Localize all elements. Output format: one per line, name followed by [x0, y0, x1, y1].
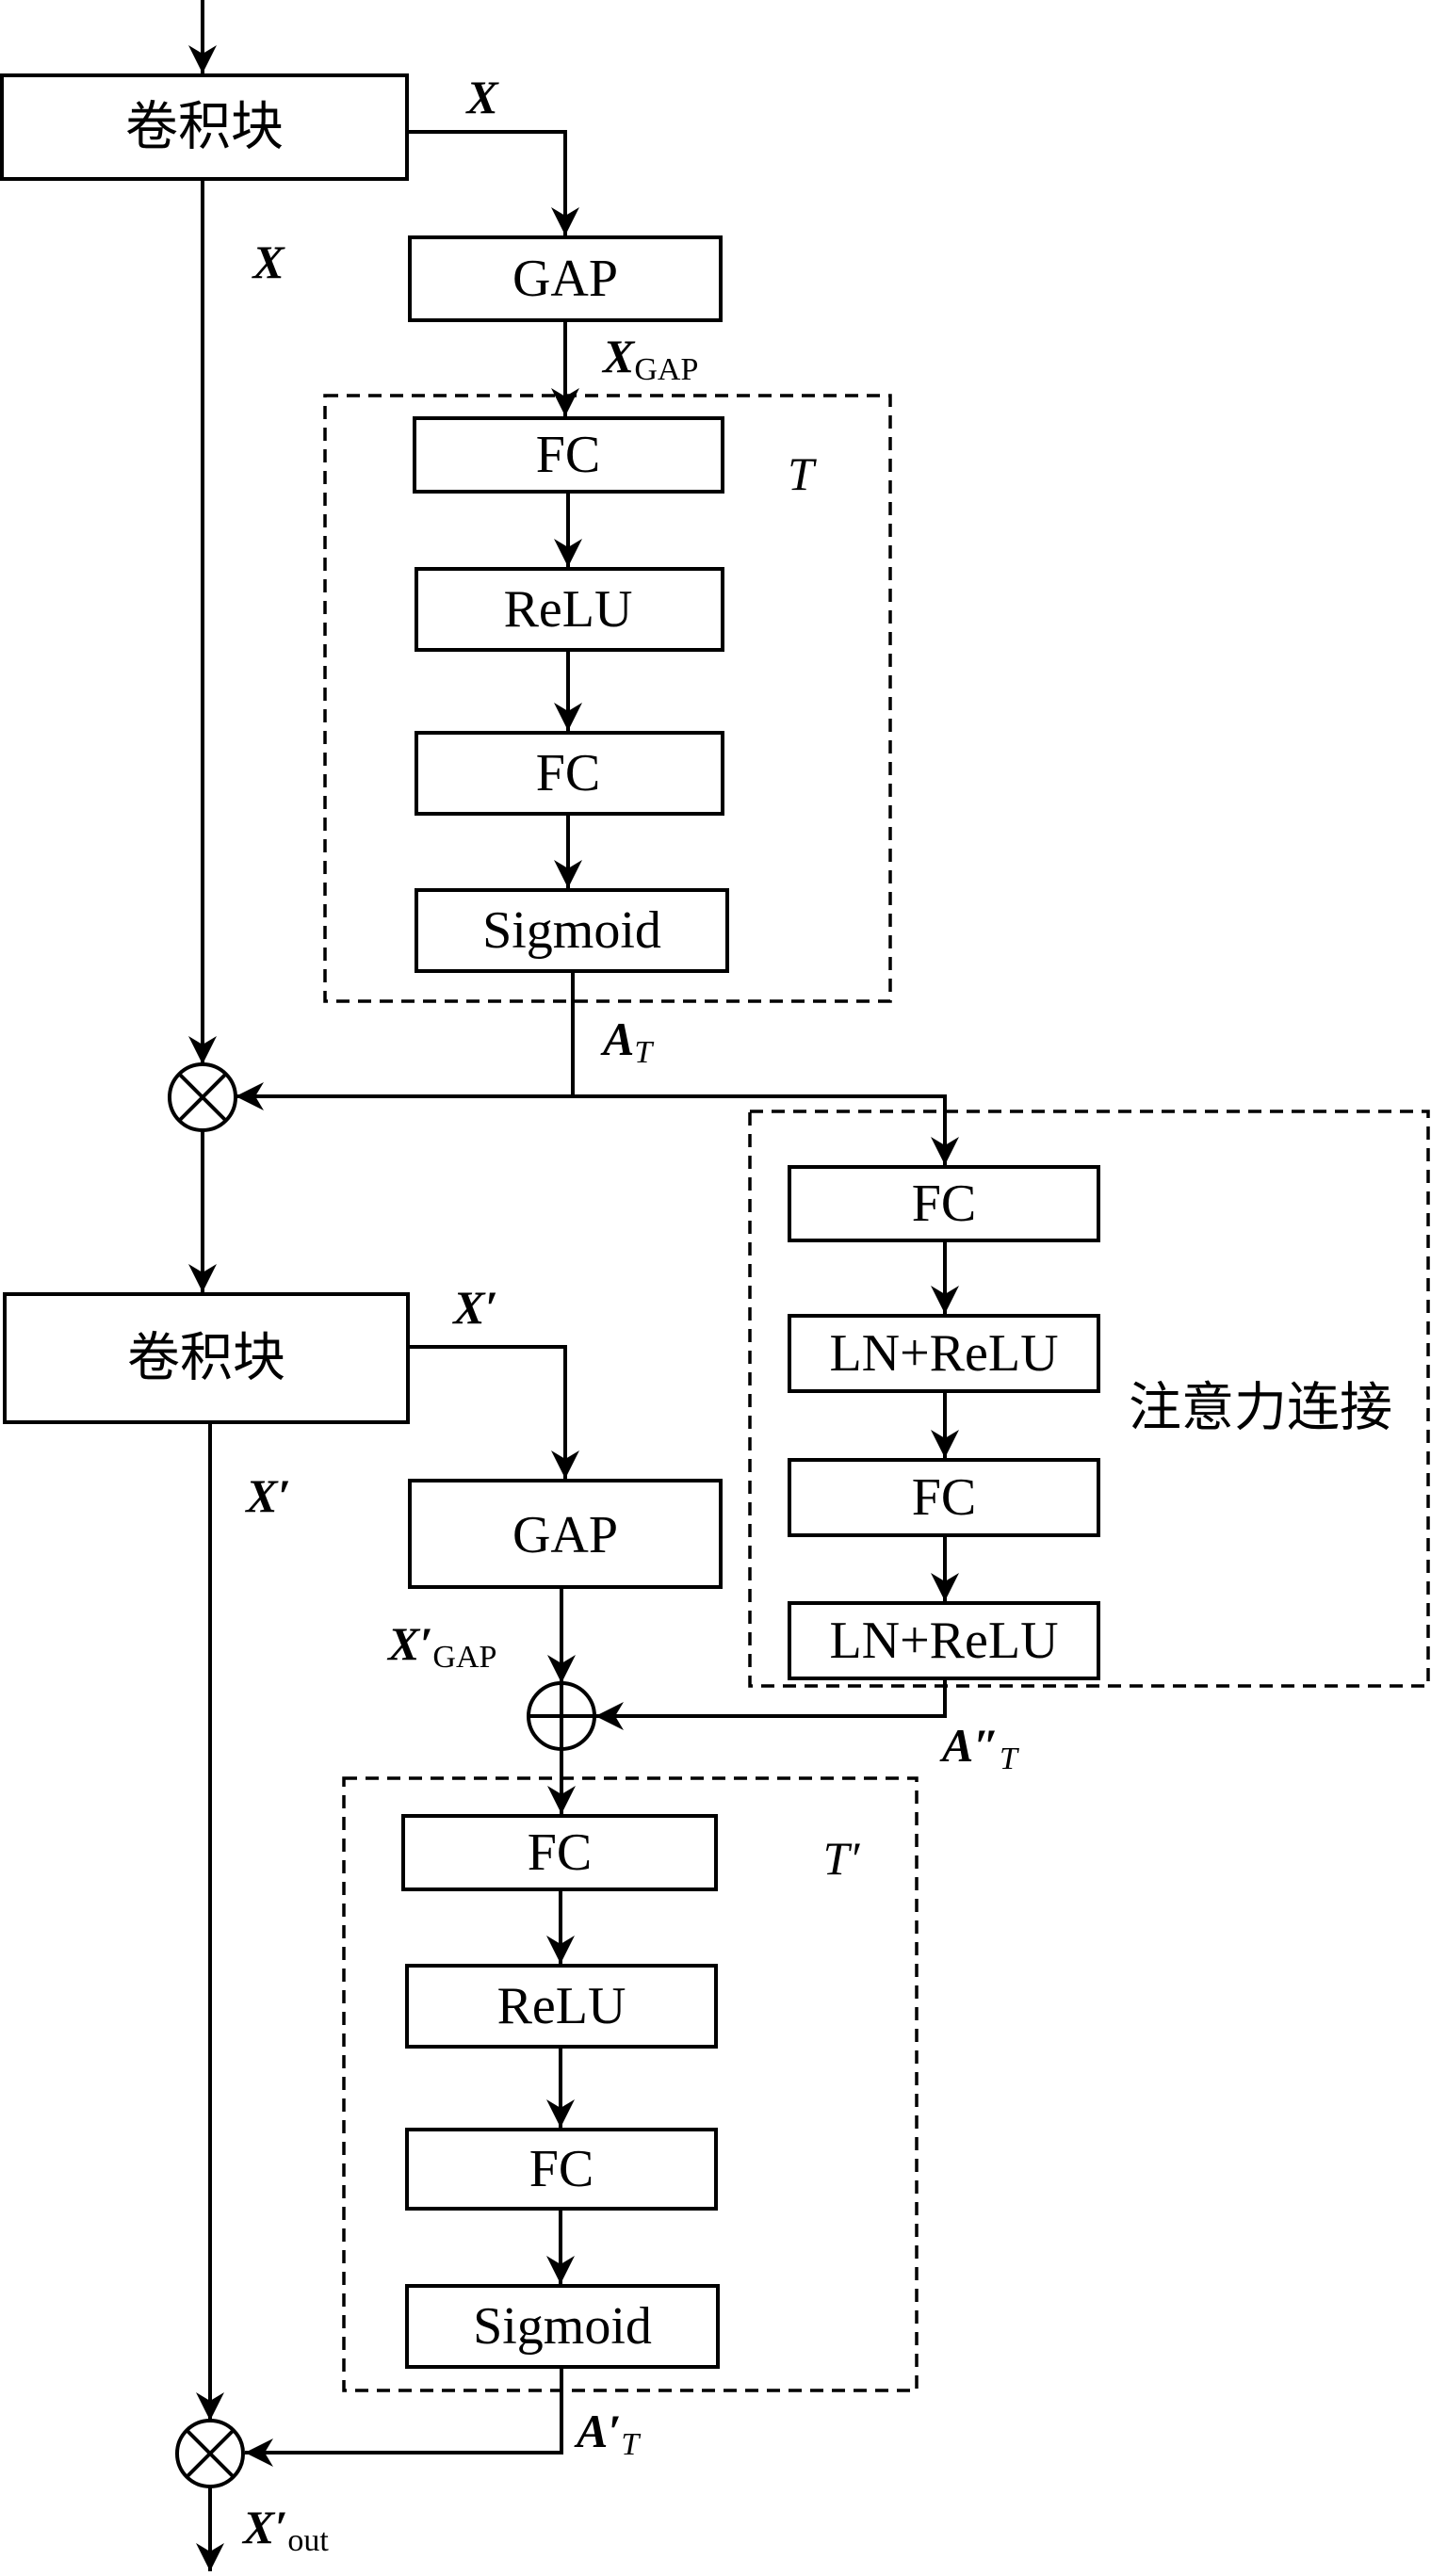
- t1-sigmoid-label: Sigmoid: [482, 901, 661, 960]
- group-t: [323, 394, 892, 1003]
- x-prime-gap-label: X′GAP: [386, 1617, 496, 1675]
- a-t-prime-label: A′T: [574, 2405, 641, 2462]
- t1-relu: ReLU: [415, 567, 724, 652]
- add-operator: [527, 1681, 596, 1751]
- t2-fc-2-label: FC: [529, 2140, 594, 2198]
- group-t-label: T: [788, 447, 817, 500]
- t1-fc-2: FC: [415, 731, 724, 816]
- gap-block-2-label: GAP: [512, 1506, 618, 1564]
- conv-block-1: 卷积块: [0, 73, 409, 181]
- at-to-attention-arrow: [573, 1094, 959, 1165]
- attention-fc-1: FC: [788, 1165, 1100, 1242]
- t2-fc-1-label: FC: [528, 1823, 593, 1882]
- group-t-prime: [342, 1776, 919, 2392]
- t2-relu: ReLU: [405, 1964, 718, 2049]
- x-out-label: X′out: [241, 2501, 329, 2558]
- multiply-operator-1: [168, 1062, 237, 1132]
- t2-fc-1: FC: [401, 1814, 718, 1891]
- attention-connection-label: 注意力连接: [1129, 1378, 1392, 1439]
- attention-ln-relu-2: LN+ReLU: [788, 1601, 1100, 1680]
- t1-sigmoid: Sigmoid: [415, 888, 729, 973]
- t2-sigmoid-label: Sigmoid: [473, 2297, 652, 2356]
- attention-ln-relu-1: LN+ReLU: [788, 1314, 1100, 1393]
- a-t-double-prime-label: A″T: [939, 1719, 1019, 1776]
- a-t-label: AT: [600, 1013, 654, 1070]
- t1-fc-1: FC: [413, 416, 724, 494]
- x-label-right: X: [464, 71, 499, 123]
- conv2-to-gap2-arrow: [408, 1345, 579, 1479]
- conv-block-1-label: 卷积块: [125, 97, 284, 158]
- group-t-prime-label: T′: [823, 1832, 861, 1885]
- x-prime-label-right: X′: [451, 1281, 497, 1334]
- conv-block-2: 卷积块: [3, 1292, 410, 1424]
- attention-fc-2-label: FC: [912, 1468, 977, 1527]
- conv1-to-gap1-arrow: [405, 130, 579, 235]
- t1-fc-2-label: FC: [536, 744, 601, 802]
- x-label-left: X: [251, 235, 285, 288]
- attention-ln-relu-1-label: LN+ReLU: [829, 1324, 1058, 1383]
- t1-relu-label: ReLU: [504, 580, 633, 639]
- x-prime-label-left: X′: [244, 1469, 290, 1522]
- multiply-operator-2: [175, 2419, 245, 2488]
- attention-fc-2: FC: [788, 1458, 1100, 1537]
- gap-block-1-label: GAP: [512, 250, 618, 308]
- x-gap-label: XGAP: [601, 330, 698, 387]
- gap-block-2: GAP: [408, 1479, 723, 1589]
- t2-relu-label: ReLU: [497, 1977, 626, 2035]
- conv-block-2-label: 卷积块: [127, 1328, 285, 1389]
- t2-sigmoid: Sigmoid: [405, 2284, 720, 2369]
- atp-to-multiply2-arrow: [245, 2367, 563, 2467]
- t1-fc-1-label: FC: [536, 426, 601, 484]
- group-attention-connection: [748, 1110, 1430, 1688]
- atpp-to-add-arrow: [595, 1678, 947, 1730]
- gap-block-1: GAP: [408, 235, 723, 322]
- attention-ln-relu-2-label: LN+ReLU: [829, 1612, 1058, 1670]
- t2-fc-2: FC: [405, 2128, 718, 2211]
- connections: [188, 0, 959, 2571]
- attention-fc-1-label: FC: [912, 1175, 977, 1233]
